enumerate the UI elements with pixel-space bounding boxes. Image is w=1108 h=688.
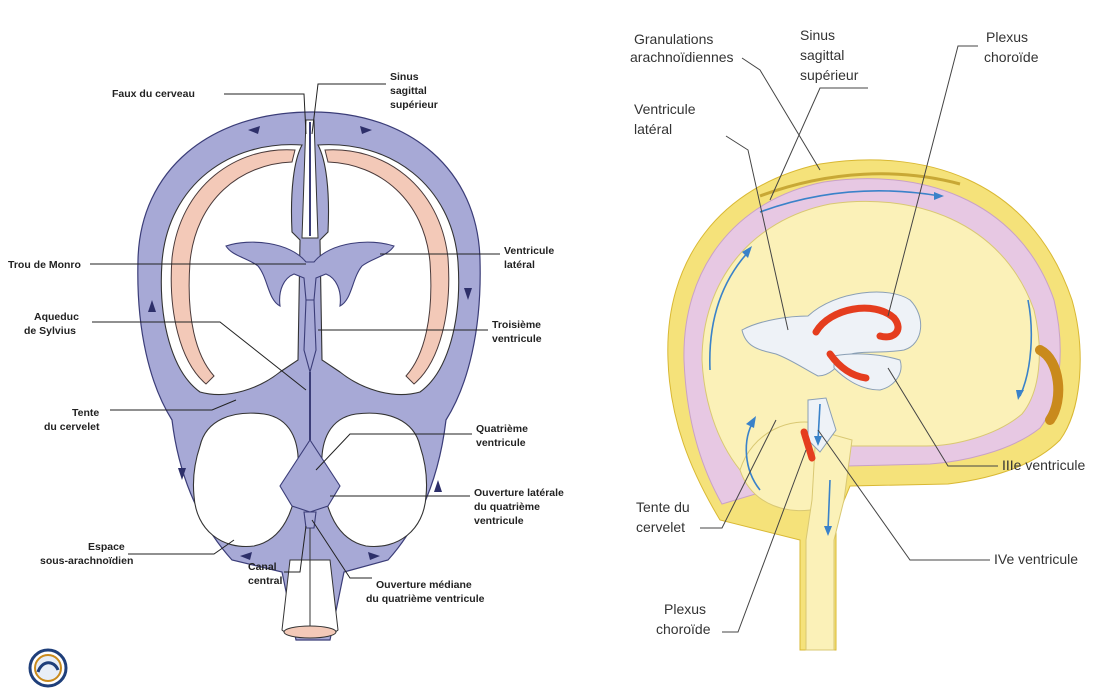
label-ventricule-lateral-r-1: Ventricule (634, 101, 696, 117)
label-iv-ventricule: IVe ventricule (994, 551, 1078, 567)
label-tente-2: du cervelet (44, 421, 100, 433)
label-ventricule-lateral-2: latéral (504, 259, 535, 271)
label-sinus-r-2: sagittal (800, 47, 844, 63)
label-tente-r-1: Tente du (636, 499, 690, 515)
sagittal-section-diagram: Granulations arachnoïdiennes Sinus sagit… (630, 27, 1085, 650)
label-ouverture-mediane-2: du quatrième ventricule (366, 593, 485, 605)
label-plexus-bot-1: Plexus (664, 601, 706, 617)
label-sinus-r-1: Sinus (800, 27, 835, 43)
label-quatrieme-2: ventricule (476, 437, 526, 449)
publisher-logo (30, 650, 66, 686)
label-faux-du-cerveau: Faux du cerveau (112, 88, 195, 100)
label-espace-1: Espace (88, 541, 125, 553)
label-sinus-sagittal-2: sagittal (390, 85, 427, 97)
label-canal-1: Canal (248, 561, 277, 573)
label-troisieme-2: ventricule (492, 333, 542, 345)
label-ouverture-mediane-1: Ouverture médiane (376, 579, 472, 591)
label-tente-r-2: cervelet (636, 519, 685, 535)
label-aqueduc-1: Aqueduc (34, 311, 79, 323)
label-ventricule-lateral-1: Ventricule (504, 245, 554, 257)
cerebellum-right (322, 413, 427, 546)
label-granulations-2: arachnoïdiennes (630, 49, 734, 65)
label-ventricule-lateral-r-2: latéral (634, 121, 672, 137)
label-iii-ventricule: IIIe ventricule (1002, 457, 1085, 473)
label-sinus-sagittal-3: supérieur (390, 99, 438, 111)
label-plexus-top-2: choroïde (984, 49, 1039, 65)
label-ouverture-laterale-1: Ouverture latérale (474, 487, 564, 499)
label-sinus-r-3: supérieur (800, 67, 859, 83)
label-ouverture-laterale-2: du quatrième (474, 501, 540, 513)
label-sinus-sagittal-1: Sinus (390, 71, 419, 83)
label-granulations-1: Granulations (634, 31, 713, 47)
label-espace-2: sous-arachnoïdien (40, 555, 133, 567)
coronal-section-diagram: Faux du cerveau Sinus sagittal supérieur… (8, 71, 564, 640)
label-trou-de-monro: Trou de Monro (8, 259, 81, 271)
label-plexus-bot-2: choroïde (656, 621, 711, 637)
label-tente-1: Tente (72, 407, 99, 419)
label-troisieme-1: Troisième (492, 319, 541, 331)
label-canal-2: central (248, 575, 283, 587)
label-quatrieme-1: Quatrième (476, 423, 528, 435)
label-plexus-top-1: Plexus (986, 29, 1028, 45)
cerebellum-left (193, 413, 298, 546)
label-ouverture-laterale-3: ventricule (474, 515, 524, 527)
label-aqueduc-2: de Sylvius (24, 325, 76, 337)
